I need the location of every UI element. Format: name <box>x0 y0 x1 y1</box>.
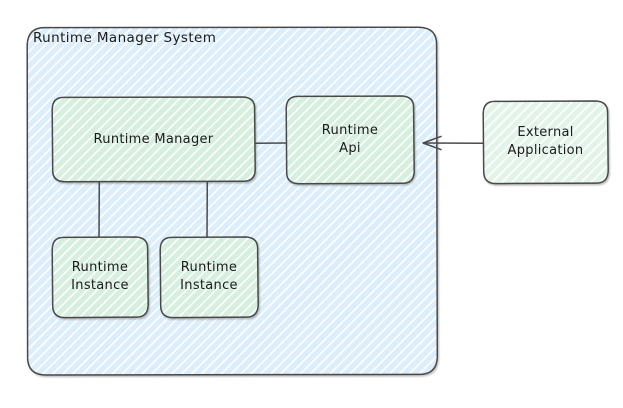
runtime-manager-shape <box>51 96 256 183</box>
runtime-api-shape <box>285 95 415 185</box>
node-runtime-instance-1[interactable] <box>51 236 149 319</box>
node-runtime-api[interactable] <box>285 95 415 185</box>
arrowhead-left-icon <box>422 135 442 151</box>
runtime-instance-1-shape <box>51 236 149 319</box>
edge-external-to-system <box>422 135 484 151</box>
system-container-shape <box>26 26 439 376</box>
system-container[interactable] <box>26 26 439 376</box>
node-external-application[interactable] <box>482 100 609 185</box>
runtime-instance-2-shape <box>159 236 259 319</box>
node-runtime-instance-2[interactable] <box>159 236 259 319</box>
system-container-title: Runtime Manager System <box>33 30 217 46</box>
external-application-shape <box>482 100 609 185</box>
node-runtime-manager[interactable] <box>51 96 256 183</box>
